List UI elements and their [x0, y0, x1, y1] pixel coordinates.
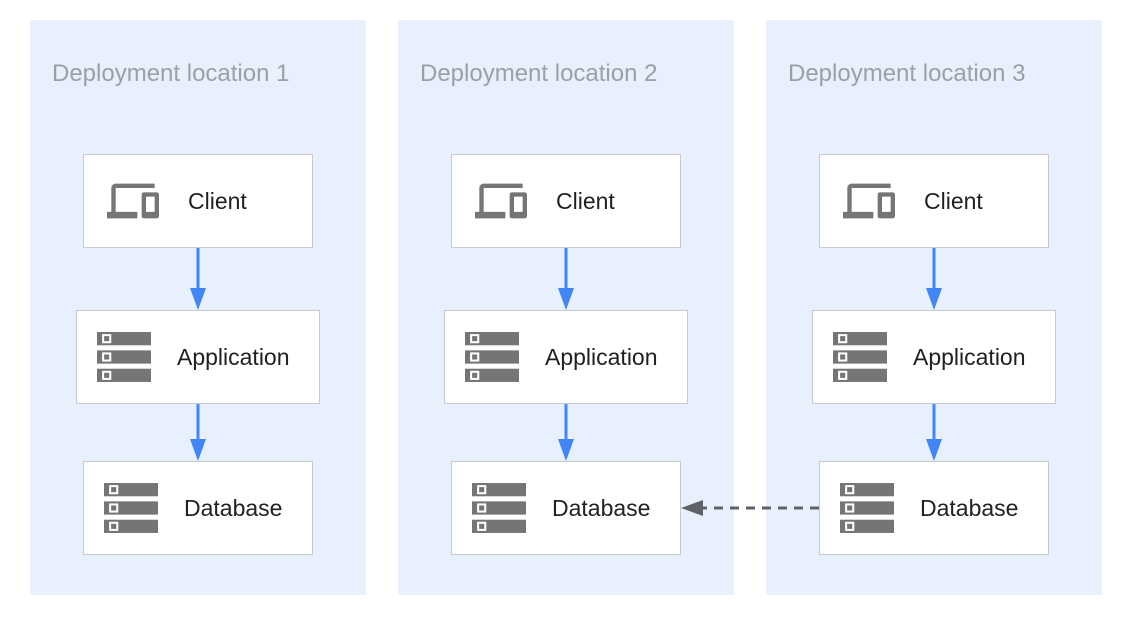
node-label: Client [556, 187, 615, 214]
node-application-1: Application [76, 310, 320, 404]
panel-title: Deployment location 2 [420, 60, 658, 87]
devices-icon [840, 175, 898, 227]
node-label: Application [913, 343, 1026, 370]
node-database-2: Database [451, 461, 681, 555]
panel-deployment-location-2: Deployment location 2 Client Application… [398, 20, 734, 595]
node-client-2: Client [451, 154, 681, 248]
node-client-1: Client [83, 154, 313, 248]
panel-deployment-location-1: Deployment location 1 Client Application… [30, 20, 366, 595]
panel-title: Deployment location 1 [52, 60, 290, 87]
node-label: Database [184, 494, 283, 521]
devices-icon [104, 175, 162, 227]
node-label: Client [188, 187, 247, 214]
server-stack-icon [97, 332, 151, 382]
server-stack-icon [840, 483, 894, 533]
node-database-1: Database [83, 461, 313, 555]
panel-title: Deployment location 3 [788, 60, 1026, 87]
node-label: Database [920, 494, 1019, 521]
server-stack-icon [465, 332, 519, 382]
node-application-3: Application [812, 310, 1056, 404]
node-client-3: Client [819, 154, 1049, 248]
panel-deployment-location-3: Deployment location 3 Client Application… [766, 20, 1102, 595]
server-stack-icon [472, 483, 526, 533]
node-database-3: Database [819, 461, 1049, 555]
node-label: Client [924, 187, 983, 214]
server-stack-icon [833, 332, 887, 382]
node-label: Application [545, 343, 658, 370]
node-label: Application [177, 343, 290, 370]
node-label: Database [552, 494, 651, 521]
node-application-2: Application [444, 310, 688, 404]
devices-icon [472, 175, 530, 227]
server-stack-icon [104, 483, 158, 533]
